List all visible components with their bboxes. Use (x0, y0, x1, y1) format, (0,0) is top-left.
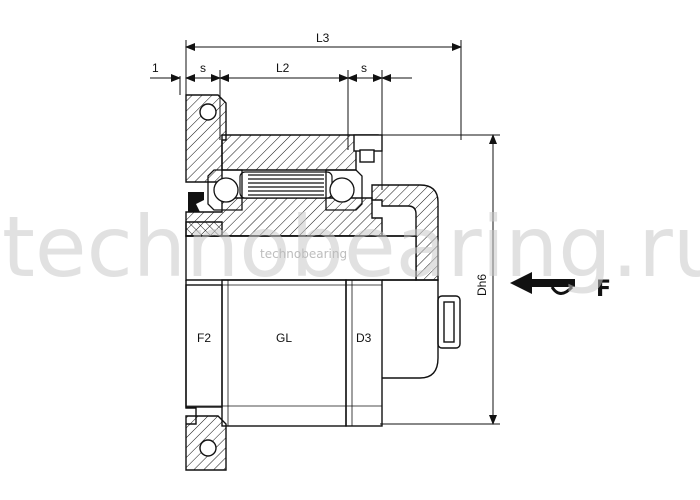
gl-section (221, 279, 347, 427)
force-arrow-icon (510, 272, 575, 294)
d3-section (345, 279, 383, 427)
right-housing-bottom (382, 279, 439, 379)
left-ball (213, 177, 239, 203)
dim-gap-left-label: s (200, 61, 206, 75)
lower-outline (185, 279, 461, 471)
label-f2: F2 (197, 331, 211, 345)
upper-section (185, 94, 439, 281)
ball-bearings (207, 169, 363, 211)
side-plug (437, 295, 461, 349)
dim-gap-right-label: s (361, 61, 367, 75)
watermark-small: technobearing (260, 247, 347, 261)
inner-ring-top (185, 197, 383, 237)
dim-dh6-label: Dh6 (475, 274, 489, 296)
dim-l3-label: L3 (316, 31, 330, 45)
force-arrow: F (510, 272, 611, 302)
right-housing-top (371, 184, 439, 281)
watermark: technobearing.ru (2, 198, 700, 296)
right-ball (329, 177, 355, 203)
label-d3: D3 (356, 331, 372, 345)
sprag-cage (239, 171, 333, 199)
dim-offset-label: 1 (152, 61, 159, 75)
seal (188, 192, 204, 212)
force-label: F (596, 277, 611, 302)
f2-section (185, 284, 223, 408)
dimension-lines (150, 40, 500, 425)
label-gl: GL (276, 331, 292, 345)
dim-l2-label: L2 (276, 61, 290, 75)
